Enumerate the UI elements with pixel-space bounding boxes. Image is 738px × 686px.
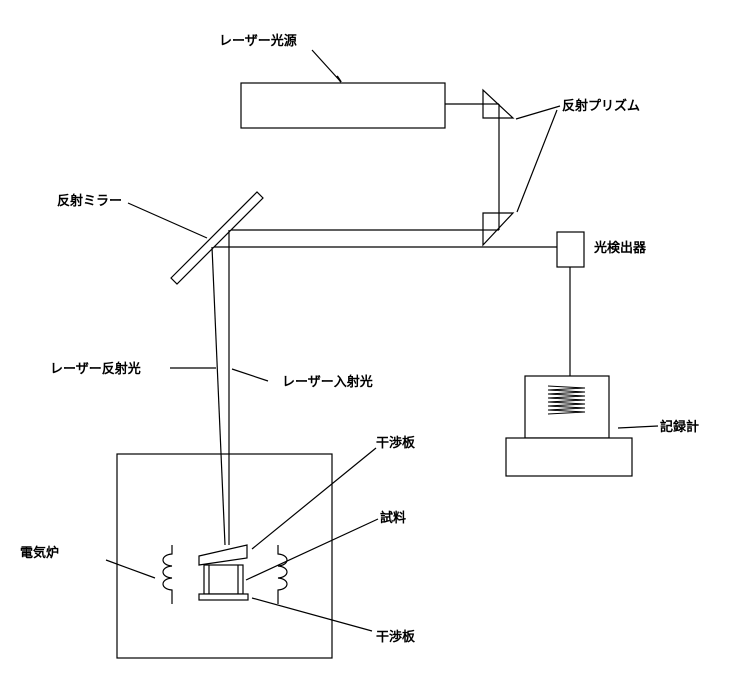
reflecting-mirror-leader: [127, 202, 208, 239]
laser-source-label: レーザー光源: [219, 33, 297, 49]
recorder-label: 記録計: [660, 419, 699, 435]
recorder: 記録計: [505, 375, 699, 477]
laser-reflected-annotation: レーザー反射光: [50, 361, 216, 377]
reflecting-prism-lower: [482, 212, 515, 247]
laser-source-leader: [311, 49, 342, 83]
recorder-base: [505, 437, 633, 477]
interference-plate-top-label: 干渉板: [376, 435, 416, 451]
recorder-trace: [547, 385, 586, 415]
photodetector-label: 光検出器: [593, 240, 647, 256]
interference-plate-bottom-label: 干渉板: [376, 629, 416, 645]
sample: [203, 564, 244, 595]
photodetector: 光検出器: [556, 231, 647, 268]
electric-furnace-label: 電気炉: [20, 545, 59, 561]
furnace-box: [116, 453, 333, 659]
laser-source: レーザー光源: [219, 33, 446, 129]
electric-furnace: 電気炉: [20, 453, 333, 659]
prism-leader-upper: [515, 105, 561, 120]
laser-incident-light-label: レーザー入射光: [282, 374, 373, 390]
laser-reflected-beam: [211, 246, 226, 546]
interference-plate-bottom: [198, 593, 249, 601]
laser-incident-annotation: レーザー入射光: [231, 368, 373, 390]
sample-leader: [245, 518, 379, 581]
recorder-leader: [617, 425, 659, 429]
interference-plate-bottom-leader: [251, 597, 373, 632]
reflecting-prism-label: 反射プリズム: [562, 98, 640, 114]
heating-coil-left: [162, 545, 173, 604]
reflecting-prism-upper: [482, 88, 515, 119]
reflecting-prism-annotation: 反射プリズム: [515, 98, 640, 213]
reflecting-mirror: 反射ミラー: [57, 191, 264, 285]
laser-reflected-light-label: レーザー反射光: [50, 361, 141, 377]
sample-label: 試料: [380, 510, 406, 526]
prism-leader-lower: [516, 109, 558, 213]
electric-furnace-leader: [105, 559, 156, 579]
reflecting-mirror-label: 反射ミラー: [57, 193, 122, 209]
interference-plate-top: [198, 544, 248, 566]
interference-plate-top-leader: [251, 447, 377, 550]
heating-coil-right: [277, 545, 288, 604]
